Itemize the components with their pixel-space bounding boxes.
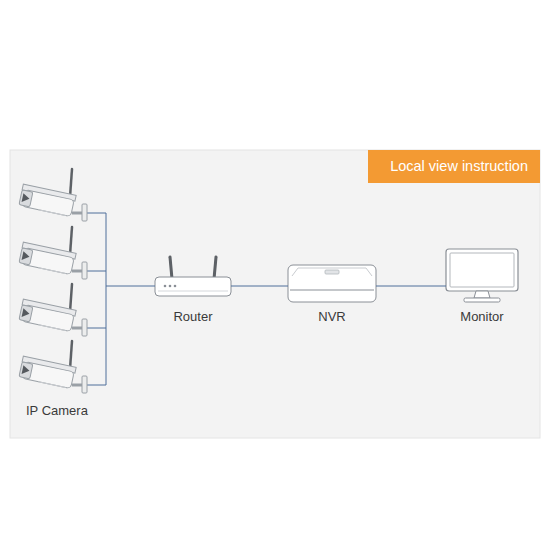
router-node: Router (155, 252, 231, 324)
ip-camera-icon (19, 227, 87, 279)
stub-line (87, 213, 106, 214)
stub-line (87, 271, 106, 272)
stub-line (87, 385, 106, 386)
node-label: Router (173, 309, 212, 324)
nvr-node: NVR (288, 258, 376, 324)
camera-group: IP Camera (18, 178, 110, 418)
monitor-icon (446, 249, 518, 302)
background-panel (10, 150, 540, 438)
node-label: Monitor (460, 309, 503, 324)
stub-line (87, 328, 106, 329)
stub-line (106, 286, 110, 287)
connector-line (110, 286, 155, 287)
camera-wiring (87, 213, 110, 385)
nvr-icon (288, 265, 376, 302)
monitor-node: Monitor (446, 243, 518, 324)
node-label: NVR (318, 309, 345, 324)
node-label: IP Camera (26, 403, 88, 418)
title-tab: Local view instruction (368, 150, 540, 183)
connector-line (376, 286, 446, 287)
router-icon (155, 257, 231, 296)
bus-line (106, 213, 107, 385)
connector-line (231, 286, 288, 287)
ip-camera-icon (19, 284, 87, 336)
ip-camera-icon (19, 169, 87, 221)
ip-camera-icon (19, 341, 87, 393)
